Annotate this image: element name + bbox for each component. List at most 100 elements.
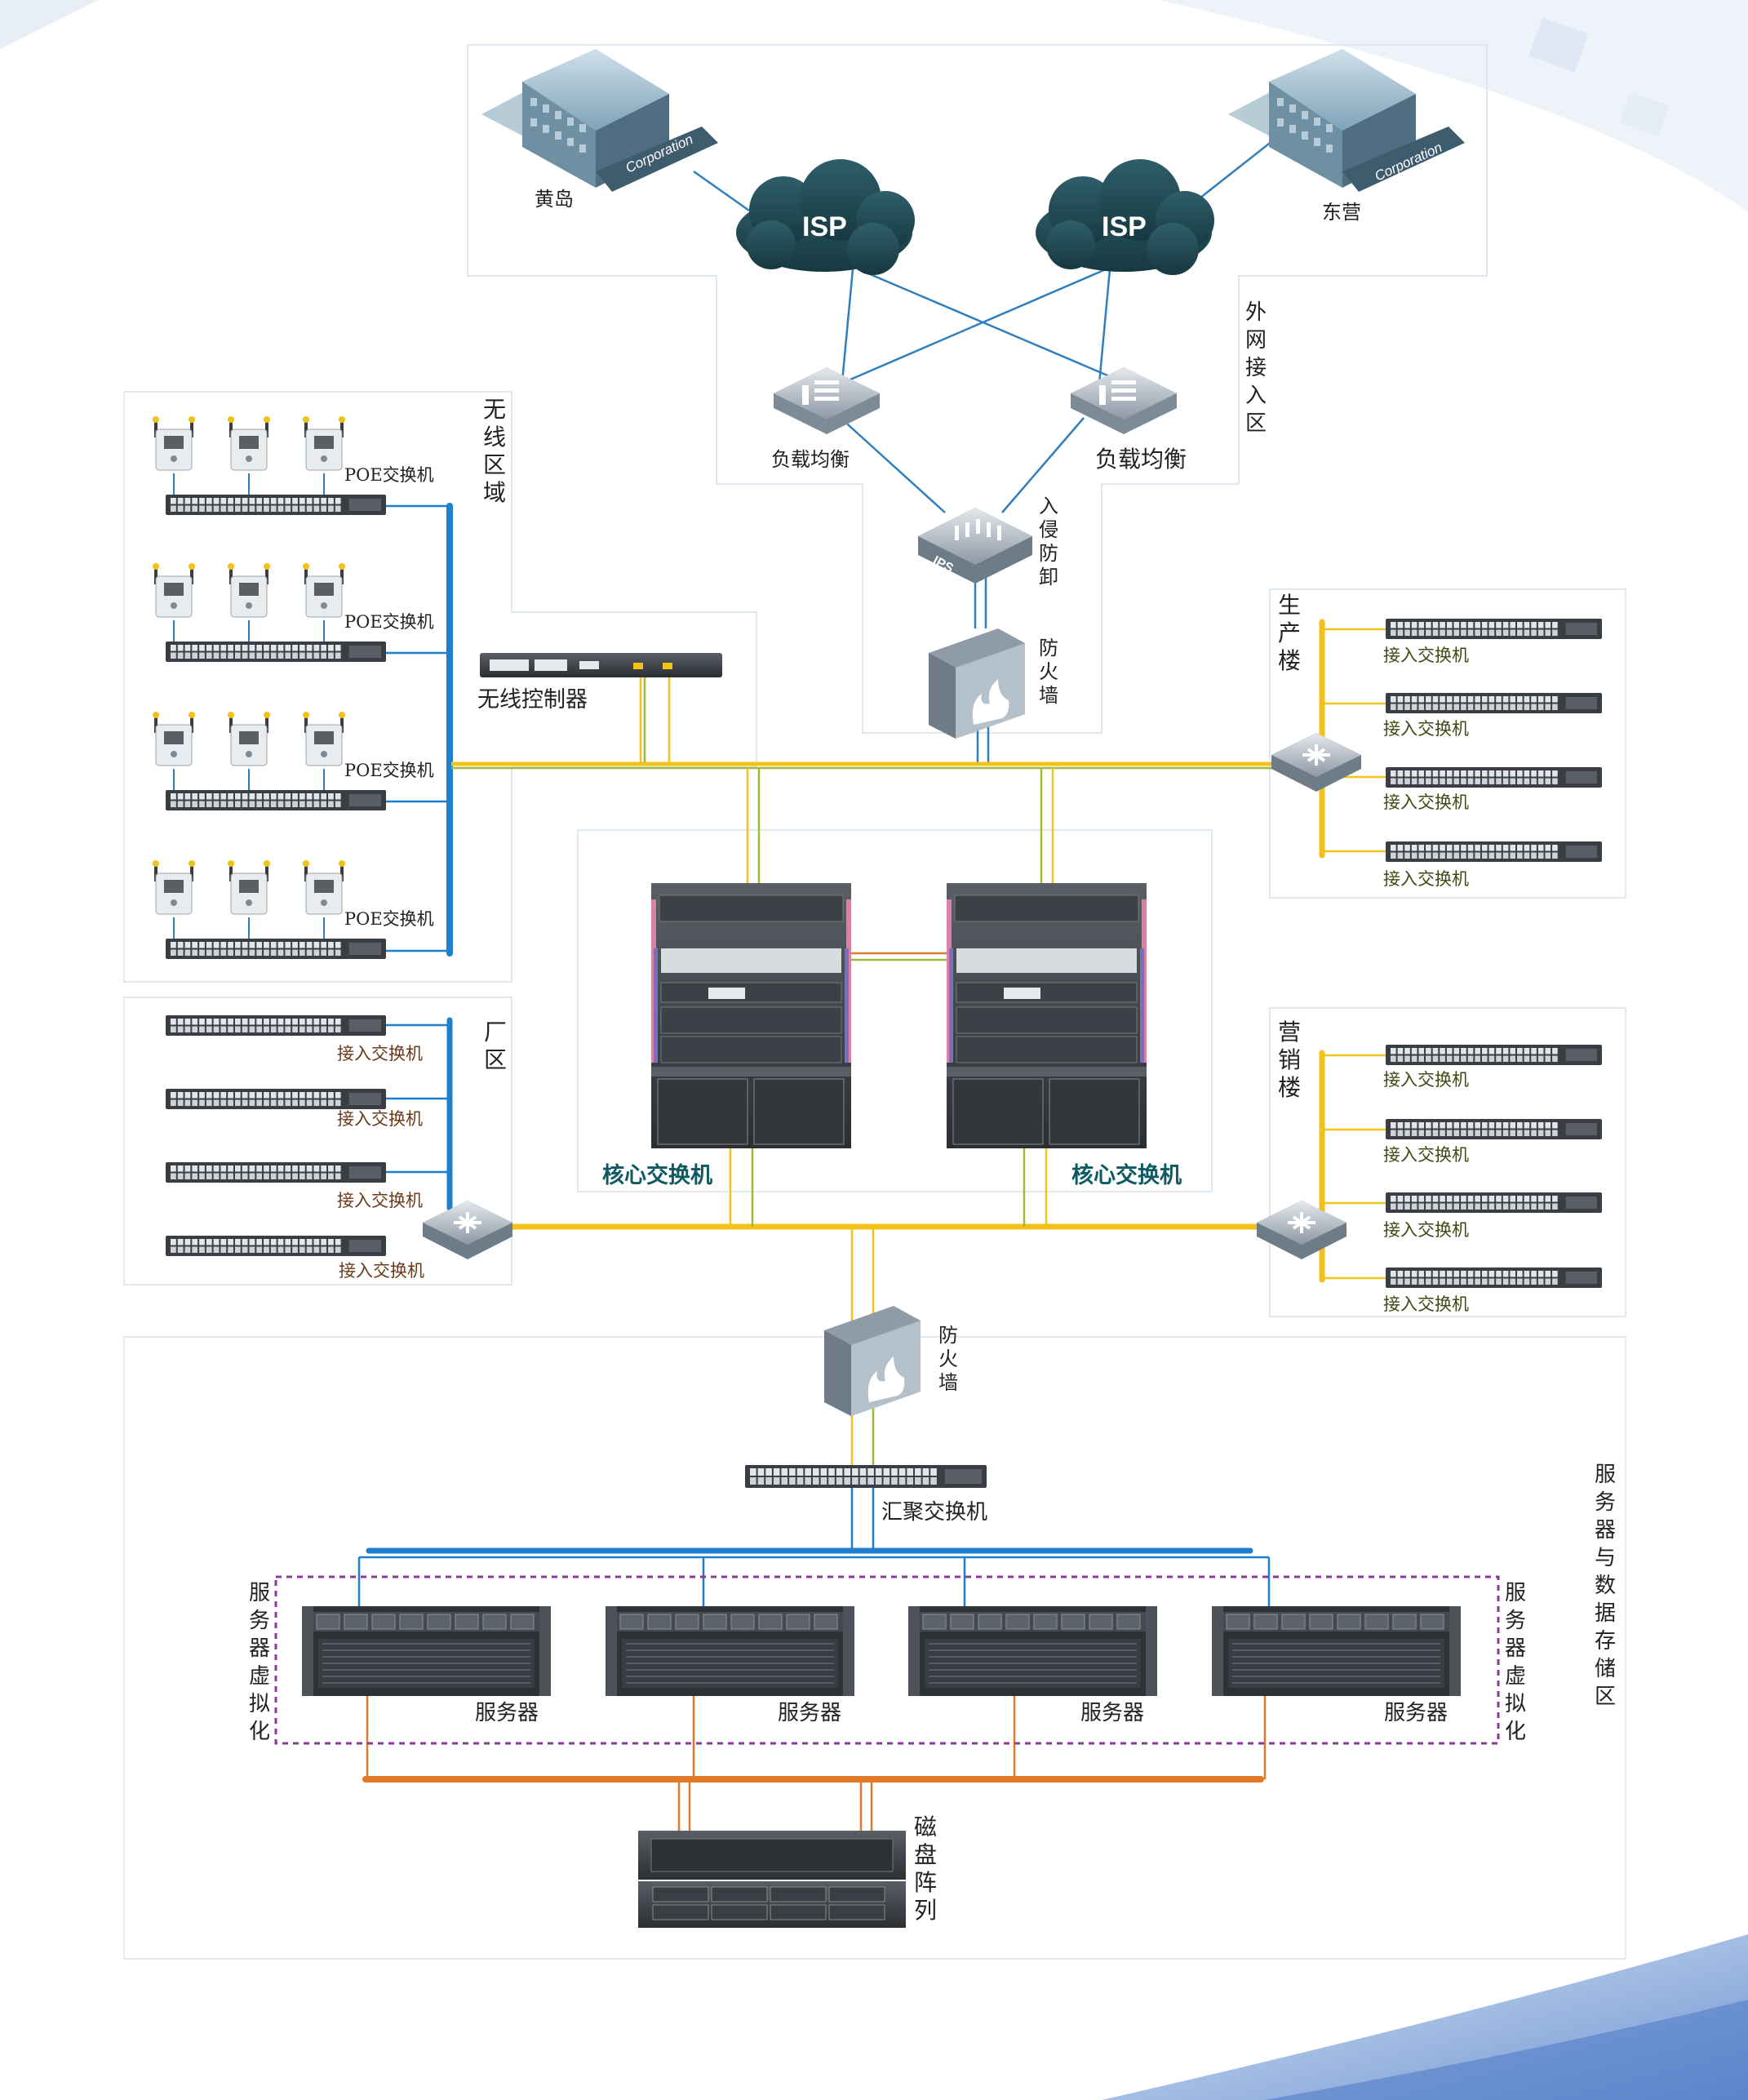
virtualization-box [274, 1575, 1500, 1745]
zone-label-factory: 厂区 [483, 1019, 507, 1073]
poe-switch-icon [166, 495, 386, 515]
core-zone-frame [577, 829, 1213, 1192]
access-switch-icon [166, 1089, 386, 1109]
zone-label-server: 服务器与数据存储区 [1594, 1463, 1616, 1709]
wireless-controller-label: 无线控制器 [477, 687, 588, 713]
access-switch-icon [166, 1162, 386, 1183]
access-switch-label: 接入交换机 [1383, 646, 1469, 665]
access-switch-icon [166, 1236, 386, 1256]
access-point-icon [303, 416, 345, 471]
router-icon [1257, 1201, 1346, 1259]
firewall-icon [824, 1306, 921, 1416]
access-point-icon [228, 563, 270, 618]
load-balancer-icon [1071, 367, 1177, 434]
production-zone-frame [1269, 588, 1626, 899]
poe-switch-icon [166, 939, 386, 959]
server-icon [908, 1606, 1157, 1696]
server-icon [302, 1606, 551, 1696]
core-switch-label-left: 核心交换机 [602, 1163, 712, 1188]
site-label-dongying: 东营 [1322, 201, 1361, 224]
firewall-icon [929, 628, 1025, 739]
access-switch-icon [1386, 619, 1602, 639]
access-switch-label: 接入交换机 [1383, 869, 1469, 889]
access-point-icon [153, 860, 195, 915]
zone-label-wan: 外网接入区 [1244, 300, 1267, 436]
access-switch-icon [1386, 693, 1602, 713]
ips-label: 入侵防卸 [1039, 495, 1058, 588]
server-label: 服务器 [1080, 1701, 1145, 1725]
access-switch-label: 接入交换机 [1383, 1220, 1469, 1240]
building-icon [1228, 49, 1465, 192]
aggregation-switch-label: 汇聚交换机 [881, 1500, 988, 1525]
isp-cloud-icon [736, 159, 915, 275]
ap-layer [153, 416, 345, 915]
access-point-icon [153, 416, 195, 471]
disk-array-label: 磁盘阵列 [913, 1814, 937, 1924]
server-label: 服务器 [1384, 1701, 1449, 1725]
access-switch-icon [1386, 841, 1602, 862]
wireless-controller-icon [480, 653, 722, 677]
site-label-huangdao: 黄岛 [535, 188, 574, 211]
access-point-icon [303, 563, 345, 618]
router-icon [1271, 733, 1361, 792]
access-switch-label: 接入交换机 [337, 1044, 423, 1063]
access-point-icon [228, 712, 270, 766]
access-point-icon [303, 712, 345, 766]
ips-icon [918, 508, 1032, 584]
poe-switch-icon [166, 790, 386, 810]
access-point-icon [228, 416, 270, 471]
access-switch-label: 接入交换机 [1383, 1294, 1469, 1314]
access-switch-icon [1386, 767, 1602, 788]
poe-switch-label: POE交换机 [344, 465, 434, 485]
access-switch-label: 接入交换机 [1383, 719, 1469, 739]
access-switch-label: 接入交换机 [337, 1191, 423, 1210]
wan-zone-frame [467, 44, 1488, 734]
isp-cloud-icon [1036, 159, 1214, 275]
building-icon [481, 49, 718, 192]
access-switch-label: 接入交换机 [339, 1261, 424, 1281]
core-switch-icon [651, 883, 851, 1148]
access-point-icon [228, 860, 270, 915]
zone-label-marketing: 营销楼 [1277, 1019, 1301, 1101]
server-label: 服务器 [778, 1701, 842, 1725]
load-balancer-label-right: 负载均衡 [1095, 446, 1187, 473]
server-layer [302, 1606, 1461, 1696]
server-icon [1212, 1606, 1461, 1696]
access-switch-icon [1386, 1119, 1602, 1139]
core-switch-icon [947, 883, 1147, 1148]
server-label: 服务器 [475, 1701, 539, 1725]
access-switch-icon [1386, 1045, 1602, 1065]
isp-label-right: ISP [1102, 211, 1147, 242]
access-switch-label: 接入交换机 [1383, 792, 1469, 812]
load-balancer-label-left: 负载均衡 [771, 448, 850, 471]
access-switch-icon [166, 1015, 386, 1036]
access-switch-label: 接入交换机 [337, 1109, 423, 1129]
access-point-icon [153, 563, 195, 618]
marketing-zone-frame [1269, 1007, 1626, 1317]
factory-zone-frame [123, 997, 512, 1285]
zone-label-virtualization-left: 服务器虚拟化 [248, 1581, 270, 1744]
zone-label-production: 生产楼 [1277, 592, 1301, 674]
server-icon [606, 1606, 854, 1696]
load-balancer-icon [774, 367, 880, 434]
poe-switch-icon [166, 642, 386, 662]
poe-switch-label: POE交换机 [344, 761, 434, 780]
core-switch-label-right: 核心交换机 [1071, 1163, 1182, 1188]
router-icon [423, 1201, 512, 1259]
access-switch-label: 接入交换机 [1383, 1070, 1469, 1090]
disk-array-icon [638, 1831, 906, 1928]
access-point-icon [153, 712, 195, 766]
isp-label-left: ISP [802, 211, 847, 242]
poe-switch-label: POE交换机 [344, 612, 434, 632]
access-switch-icon [1386, 1268, 1602, 1288]
switch-layer [166, 495, 1602, 1488]
zone-label-virtualization-right: 服务器虚拟化 [1504, 1581, 1526, 1744]
aggregation-switch-icon [745, 1465, 987, 1488]
access-switch-icon [1386, 1192, 1602, 1213]
zone-label-wireless: 无线区域 [482, 396, 506, 506]
access-point-icon [303, 860, 345, 915]
firewall-label-top: 防火墙 [1039, 637, 1058, 707]
poe-switch-label: POE交换机 [344, 909, 434, 929]
